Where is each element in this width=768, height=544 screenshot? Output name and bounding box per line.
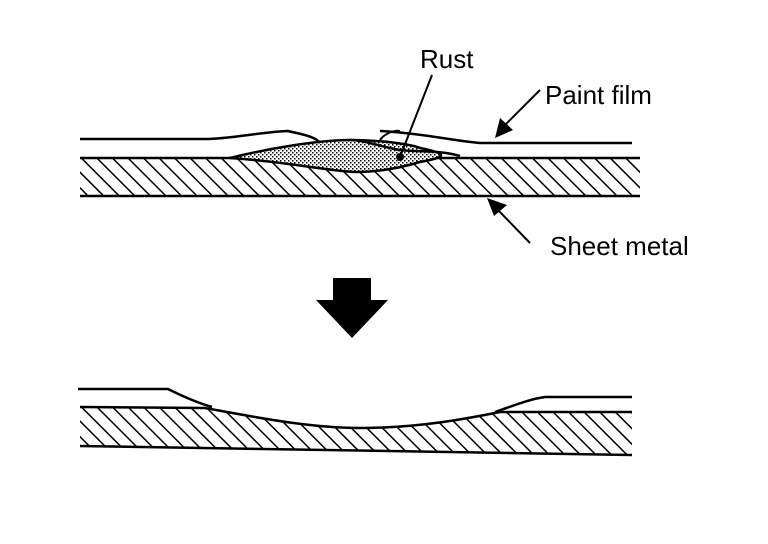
- down-arrow-icon: [316, 278, 388, 338]
- sheet-metal-label: Sheet metal: [550, 231, 689, 261]
- sheet-metal-top: [80, 158, 640, 196]
- paint-film-label: Paint film: [545, 80, 652, 110]
- after-section: [78, 387, 633, 457]
- sheet-metal-bottom: [80, 407, 632, 455]
- paint-film-right: [494, 395, 632, 414]
- before-section: Rust Paint film Sheet metal: [80, 44, 689, 261]
- rust-label: Rust: [420, 44, 474, 74]
- paint-film-top: [80, 129, 322, 144]
- paint-film-left: [78, 387, 213, 409]
